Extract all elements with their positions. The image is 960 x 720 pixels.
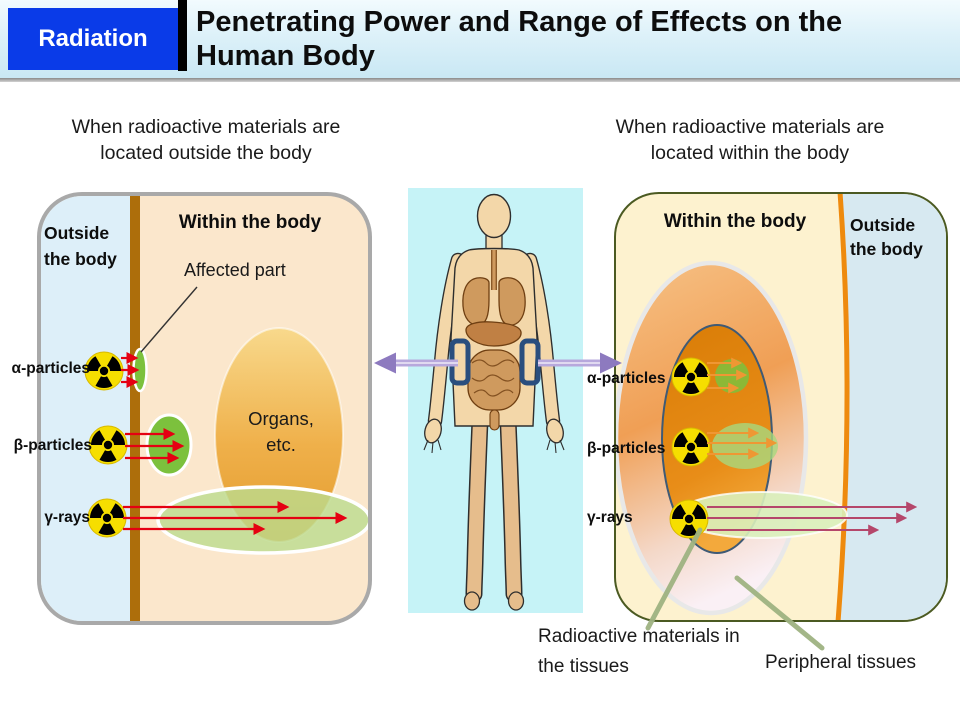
peripheral-tissues-label: Peripheral tissues: [765, 652, 917, 673]
beta-range-ellipse: [711, 422, 778, 469]
legs: [465, 411, 523, 603]
within-body-label: Within the body: [178, 212, 322, 233]
alpha-particles-label: α-particles: [587, 370, 666, 387]
external-exposure-panel: Outside the body Within the body Affecte…: [37, 192, 372, 625]
alpha-particles-label: α-particles: [11, 360, 90, 377]
organs-label: Organs, etc.: [248, 408, 314, 455]
radiation-trefoil-icon: [88, 425, 128, 465]
header-divider: [0, 78, 960, 82]
beta-particles-label: β-particles: [13, 437, 92, 454]
orange-penetration-arrows: [706, 357, 777, 459]
right-caption: When radioactive materials are located w…: [615, 116, 885, 165]
within-body-label: Within the body: [663, 211, 807, 232]
skin-boundary: [130, 196, 140, 621]
left-caption: When radioactive materials are located o…: [71, 116, 341, 165]
outside-body-zone: [41, 196, 134, 621]
red-penetration-arrows: [121, 351, 348, 536]
skin-boundary-curve: [835, 194, 850, 620]
arms: [427, 252, 561, 429]
internal-exposure-graphics: [616, 194, 946, 620]
outside-body-label: Outside the body: [850, 215, 923, 259]
header-separator: [178, 0, 187, 71]
internal-exposure-panel: Within the body Outside the body: [614, 192, 948, 622]
outside-body-label: Outside the body: [44, 223, 117, 270]
human-body-figure: [423, 193, 565, 611]
head: [476, 193, 512, 239]
radiation-trefoil-icon: [671, 357, 710, 396]
gamma-escape-arrows: [706, 501, 917, 535]
gamma-rays-label: γ-rays: [44, 509, 90, 526]
radiation-trefoil-icon: [87, 498, 127, 538]
external-exposure-graphics: [84, 286, 368, 555]
hands: [423, 418, 565, 454]
gamma-range-ellipse: [156, 485, 368, 555]
gamma-rays-label: γ-rays: [587, 509, 633, 526]
radioactive-materials-label: Radioactive materials in the tissues: [538, 626, 740, 678]
radiation-trefoil-icon: [671, 427, 710, 466]
radiation-badge-label: Radiation: [38, 25, 148, 52]
internal-organs: [462, 250, 526, 431]
human-body-panel: [408, 188, 583, 613]
affected-part-pointer-line: [140, 286, 198, 353]
outside-body-zone: [837, 194, 946, 620]
page-title: Penetrating Power and Range of Effects o…: [196, 6, 843, 73]
beta-particles-label: β-particles: [587, 440, 666, 457]
affected-part-label: Affected part: [184, 260, 286, 280]
feet: [463, 591, 525, 611]
radiation-trefoil-icon: [84, 351, 124, 391]
radiation-badge: Radiation: [8, 8, 178, 70]
